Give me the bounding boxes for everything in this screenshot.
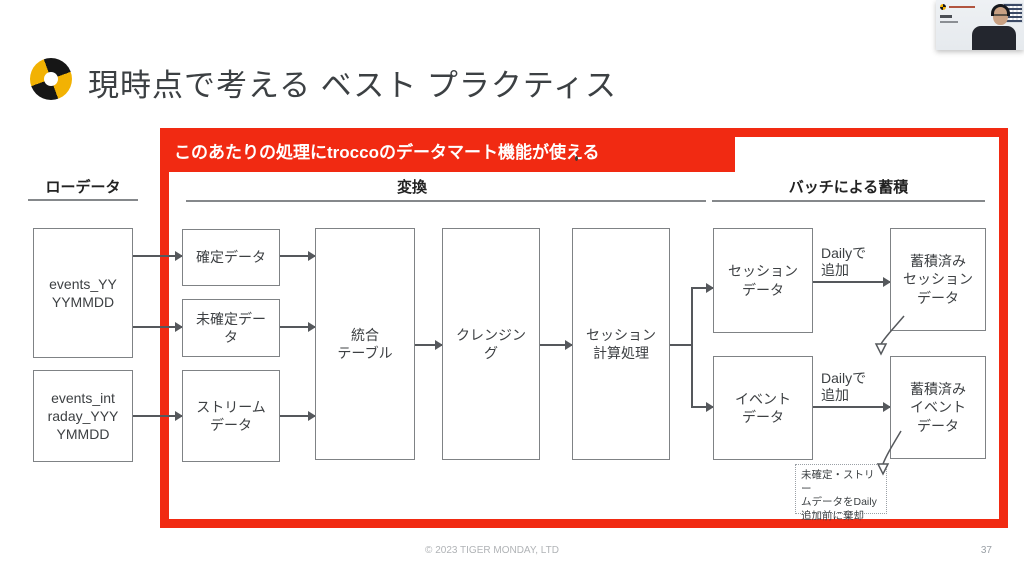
line-sessioncalc-branch bbox=[670, 344, 693, 346]
box-accumulated-session-data: 蓄積済み セッション データ bbox=[890, 228, 986, 331]
arrow-cleansing-to-sessioncalc bbox=[540, 344, 572, 346]
box-integrated-table: 統合 テーブル bbox=[315, 228, 415, 460]
webcam-overlay-subtext bbox=[940, 21, 958, 23]
presenter-headphones bbox=[991, 4, 1010, 16]
webcam-overlay-title-text bbox=[949, 6, 975, 8]
section-underline-raw bbox=[28, 199, 138, 201]
highlight-banner-text: このあたりの処理にtroccoのデータマート機能が使える bbox=[174, 142, 600, 162]
stray-mark bbox=[575, 156, 578, 161]
note-discard-before-daily: 未確定・ストリー ムデータをDaily 追加前に棄却 bbox=[795, 464, 887, 522]
label-daily-add-bottom: Dailyで 追加 bbox=[821, 370, 867, 403]
line-branch-vertical bbox=[691, 287, 693, 408]
arrow-branch-to-eventdata bbox=[692, 406, 713, 408]
slide-title: 現時点で考える ベスト プラクティス bbox=[88, 68, 618, 103]
box-events-daily-table: events_YY YYMMDD bbox=[33, 228, 133, 358]
presenter-body bbox=[972, 26, 1016, 50]
box-confirmed-data: 確定データ bbox=[182, 229, 280, 286]
section-underline-transform bbox=[186, 200, 706, 202]
webcam-overlay-logo-icon bbox=[940, 4, 946, 10]
section-header-batch: バッチによる蓄積 bbox=[788, 179, 909, 196]
highlight-banner: このあたりの処理にtroccoのデータマート機能が使える bbox=[160, 128, 735, 172]
arrow-confirmed-to-integrated bbox=[280, 255, 315, 257]
box-unconfirmed-data: 未確定デー タ bbox=[182, 299, 280, 357]
brand-logo-hole bbox=[44, 72, 58, 86]
arrow-events-to-unconfirmed bbox=[133, 326, 182, 328]
section-underline-batch bbox=[712, 200, 985, 202]
page-number: 37 bbox=[980, 545, 992, 556]
arrow-unconfirmed-to-integrated bbox=[280, 326, 315, 328]
arrow-integrated-to-cleansing bbox=[415, 344, 442, 346]
box-event-data: イベント データ bbox=[713, 356, 813, 460]
arrow-stream-to-integrated bbox=[280, 415, 315, 417]
arrow-eventdata-to-accumulated bbox=[813, 406, 890, 408]
section-header-raw-data: ローデータ bbox=[45, 179, 121, 196]
arrow-events-to-confirmed bbox=[133, 255, 182, 257]
box-events-intraday-table: events_int raday_YYY YMMDD bbox=[33, 370, 133, 462]
box-session-calculation: セッション 計算処理 bbox=[572, 228, 670, 460]
footer-copyright: © 2023 TIGER MONDAY, LTD bbox=[425, 545, 559, 556]
webcam-thumbnail[interactable] bbox=[936, 0, 1024, 50]
arrow-sessiondata-to-accumulated bbox=[813, 281, 890, 283]
box-cleansing: クレンジン グ bbox=[442, 228, 540, 460]
label-daily-add-top: Dailyで 追加 bbox=[821, 245, 867, 278]
box-session-data: セッション データ bbox=[713, 228, 813, 333]
box-stream-data: ストリーム データ bbox=[182, 370, 280, 462]
webcam-overlay-name-text bbox=[940, 15, 952, 18]
section-header-transform: 変換 bbox=[396, 179, 427, 196]
brand-logo-icon bbox=[30, 58, 72, 100]
arrow-intraday-to-stream bbox=[133, 415, 182, 417]
box-accumulated-event-data: 蓄積済み イベント データ bbox=[890, 356, 986, 459]
arrow-branch-to-sessiondata bbox=[692, 287, 713, 289]
